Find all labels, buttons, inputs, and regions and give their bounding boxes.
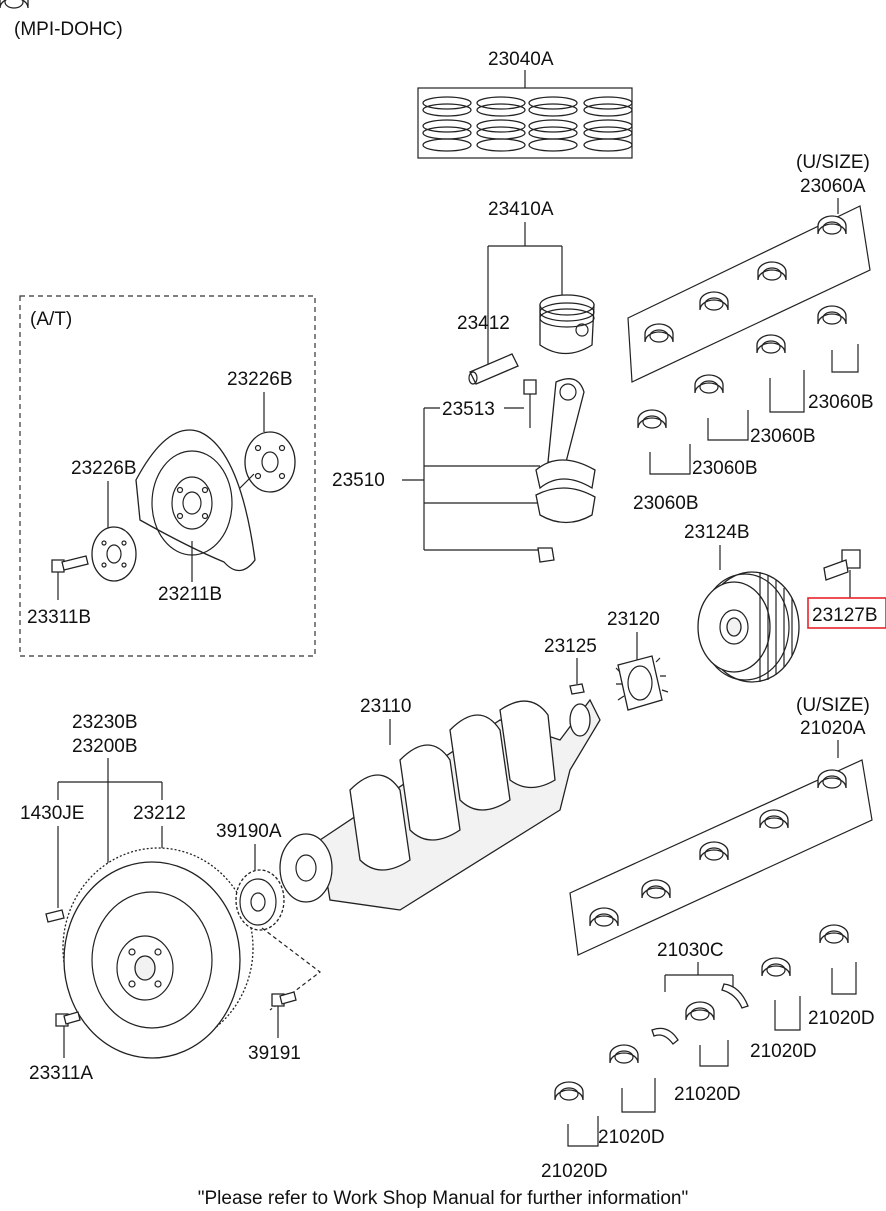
label-23060A: 23060A [800, 176, 866, 197]
thrust-washers [651, 983, 749, 1045]
label-23060B-3: 23060B [692, 458, 758, 479]
engine-type-title: (MPI-DOHC) [14, 19, 123, 40]
drive-plate [135, 429, 256, 572]
damper-pulley [697, 571, 800, 683]
piston [539, 294, 595, 355]
label-21030C: 21030C [657, 940, 724, 961]
label-23060B-1: 23060B [808, 392, 874, 413]
label-23226B-2: 23226B [71, 458, 137, 479]
label-23230B: 23230B [72, 712, 138, 733]
highlight-23127B [807, 597, 886, 629]
label-23127B: 23127B [812, 605, 878, 626]
drive-plate-adapter-rear [244, 431, 296, 493]
upper-bearing-set [0, 0, 871, 383]
label-39191: 39191 [248, 1043, 301, 1064]
label-23060B-4: 23060B [633, 493, 699, 514]
crankshaft [279, 698, 601, 911]
crankshaft-sprocket [615, 655, 669, 711]
label-23110: 23110 [360, 696, 411, 717]
label-23211B: 23211B [158, 584, 222, 605]
label-23412: 23412 [457, 313, 510, 334]
label-21020D-1: 21020D [808, 1008, 875, 1029]
usize-upper-label: (U/SIZE) [796, 152, 870, 173]
sensor-target-wheel [235, 869, 285, 931]
target-wheel-bolt [271, 991, 297, 1007]
automatic-transmission-group-box [19, 295, 316, 657]
flywheel [62, 847, 254, 1059]
label-21020D-2: 21020D [750, 1041, 817, 1062]
label-23212: 23212 [133, 803, 186, 824]
label-23510: 23510 [332, 470, 385, 491]
label-23200B: 23200B [72, 736, 138, 757]
label-23040A: 23040A [488, 49, 554, 70]
label-23060B-2: 23060B [750, 426, 816, 447]
rod-nut [537, 547, 555, 563]
lower-bearing-set [569, 759, 873, 956]
connecting-rod [535, 378, 596, 524]
label-23120: 23120 [607, 609, 660, 630]
label-21020A: 21020A [800, 718, 866, 739]
piston-pin [468, 353, 519, 385]
rod-bolt [523, 379, 537, 428]
dowel-pin [45, 909, 65, 923]
label-21020D-4: 21020D [598, 1127, 665, 1148]
label-23311A: 23311A [29, 1063, 93, 1084]
label-23226B-1: 23226B [227, 369, 293, 390]
flywheel-bolt [55, 1011, 81, 1027]
woodruff-key [569, 683, 585, 695]
label-23513: 23513 [442, 399, 495, 420]
piston-ring-set [417, 87, 633, 159]
pulley-bolt [823, 549, 861, 581]
label-21020D-3: 21020D [674, 1084, 741, 1105]
label-23124B: 23124B [684, 522, 750, 543]
label-23125: 23125 [544, 636, 597, 657]
drive-plate-adapter-front [91, 526, 137, 582]
drive-plate-bolt [51, 555, 89, 573]
label-1430JE: 1430JE [20, 803, 84, 824]
label-23410A: 23410A [488, 199, 554, 220]
usize-lower-label: (U/SIZE) [796, 695, 870, 716]
label-21020D-5: 21020D [541, 1161, 608, 1182]
label-23311B: 23311B [27, 607, 91, 628]
label-39190A: 39190A [216, 821, 282, 842]
footer-note: "Please refer to Work Shop Manual for fu… [198, 1188, 688, 1209]
at-group-label: (A/T) [30, 309, 72, 330]
